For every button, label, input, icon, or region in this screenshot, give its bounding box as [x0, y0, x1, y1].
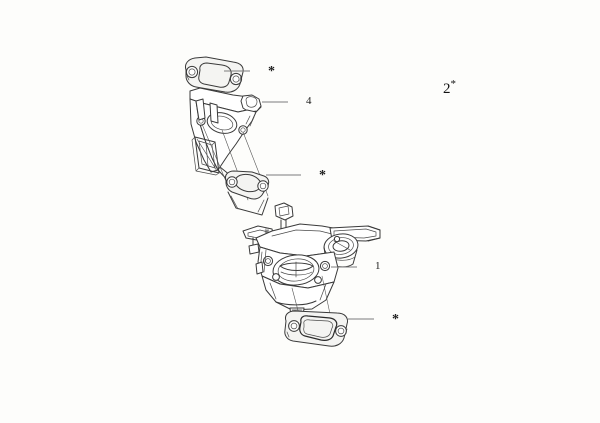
- callout-label-carburetor: 1: [375, 260, 381, 272]
- callout-label-mid-gasket: *: [319, 168, 326, 183]
- standalone-label-star: *: [450, 78, 457, 90]
- callout-label-bottom-gasket: *: [392, 312, 399, 327]
- part-carburetor-gasket-upper: [225, 170, 270, 216]
- callout-leader-lines: [224, 70, 374, 320]
- part-intake-gasket-upper: [185, 56, 244, 93]
- part-intake-manifold-insulator: [189, 87, 269, 201]
- standalone-label-2-star: 2*: [443, 79, 456, 97]
- part-carburetor-gasket-lower: [284, 310, 348, 347]
- callout-label-top-gasket: *: [268, 64, 275, 79]
- part-carburetor-body: [242, 202, 381, 323]
- callout-label-insulator: 4: [306, 95, 312, 107]
- standalone-label-number: 2: [443, 81, 451, 97]
